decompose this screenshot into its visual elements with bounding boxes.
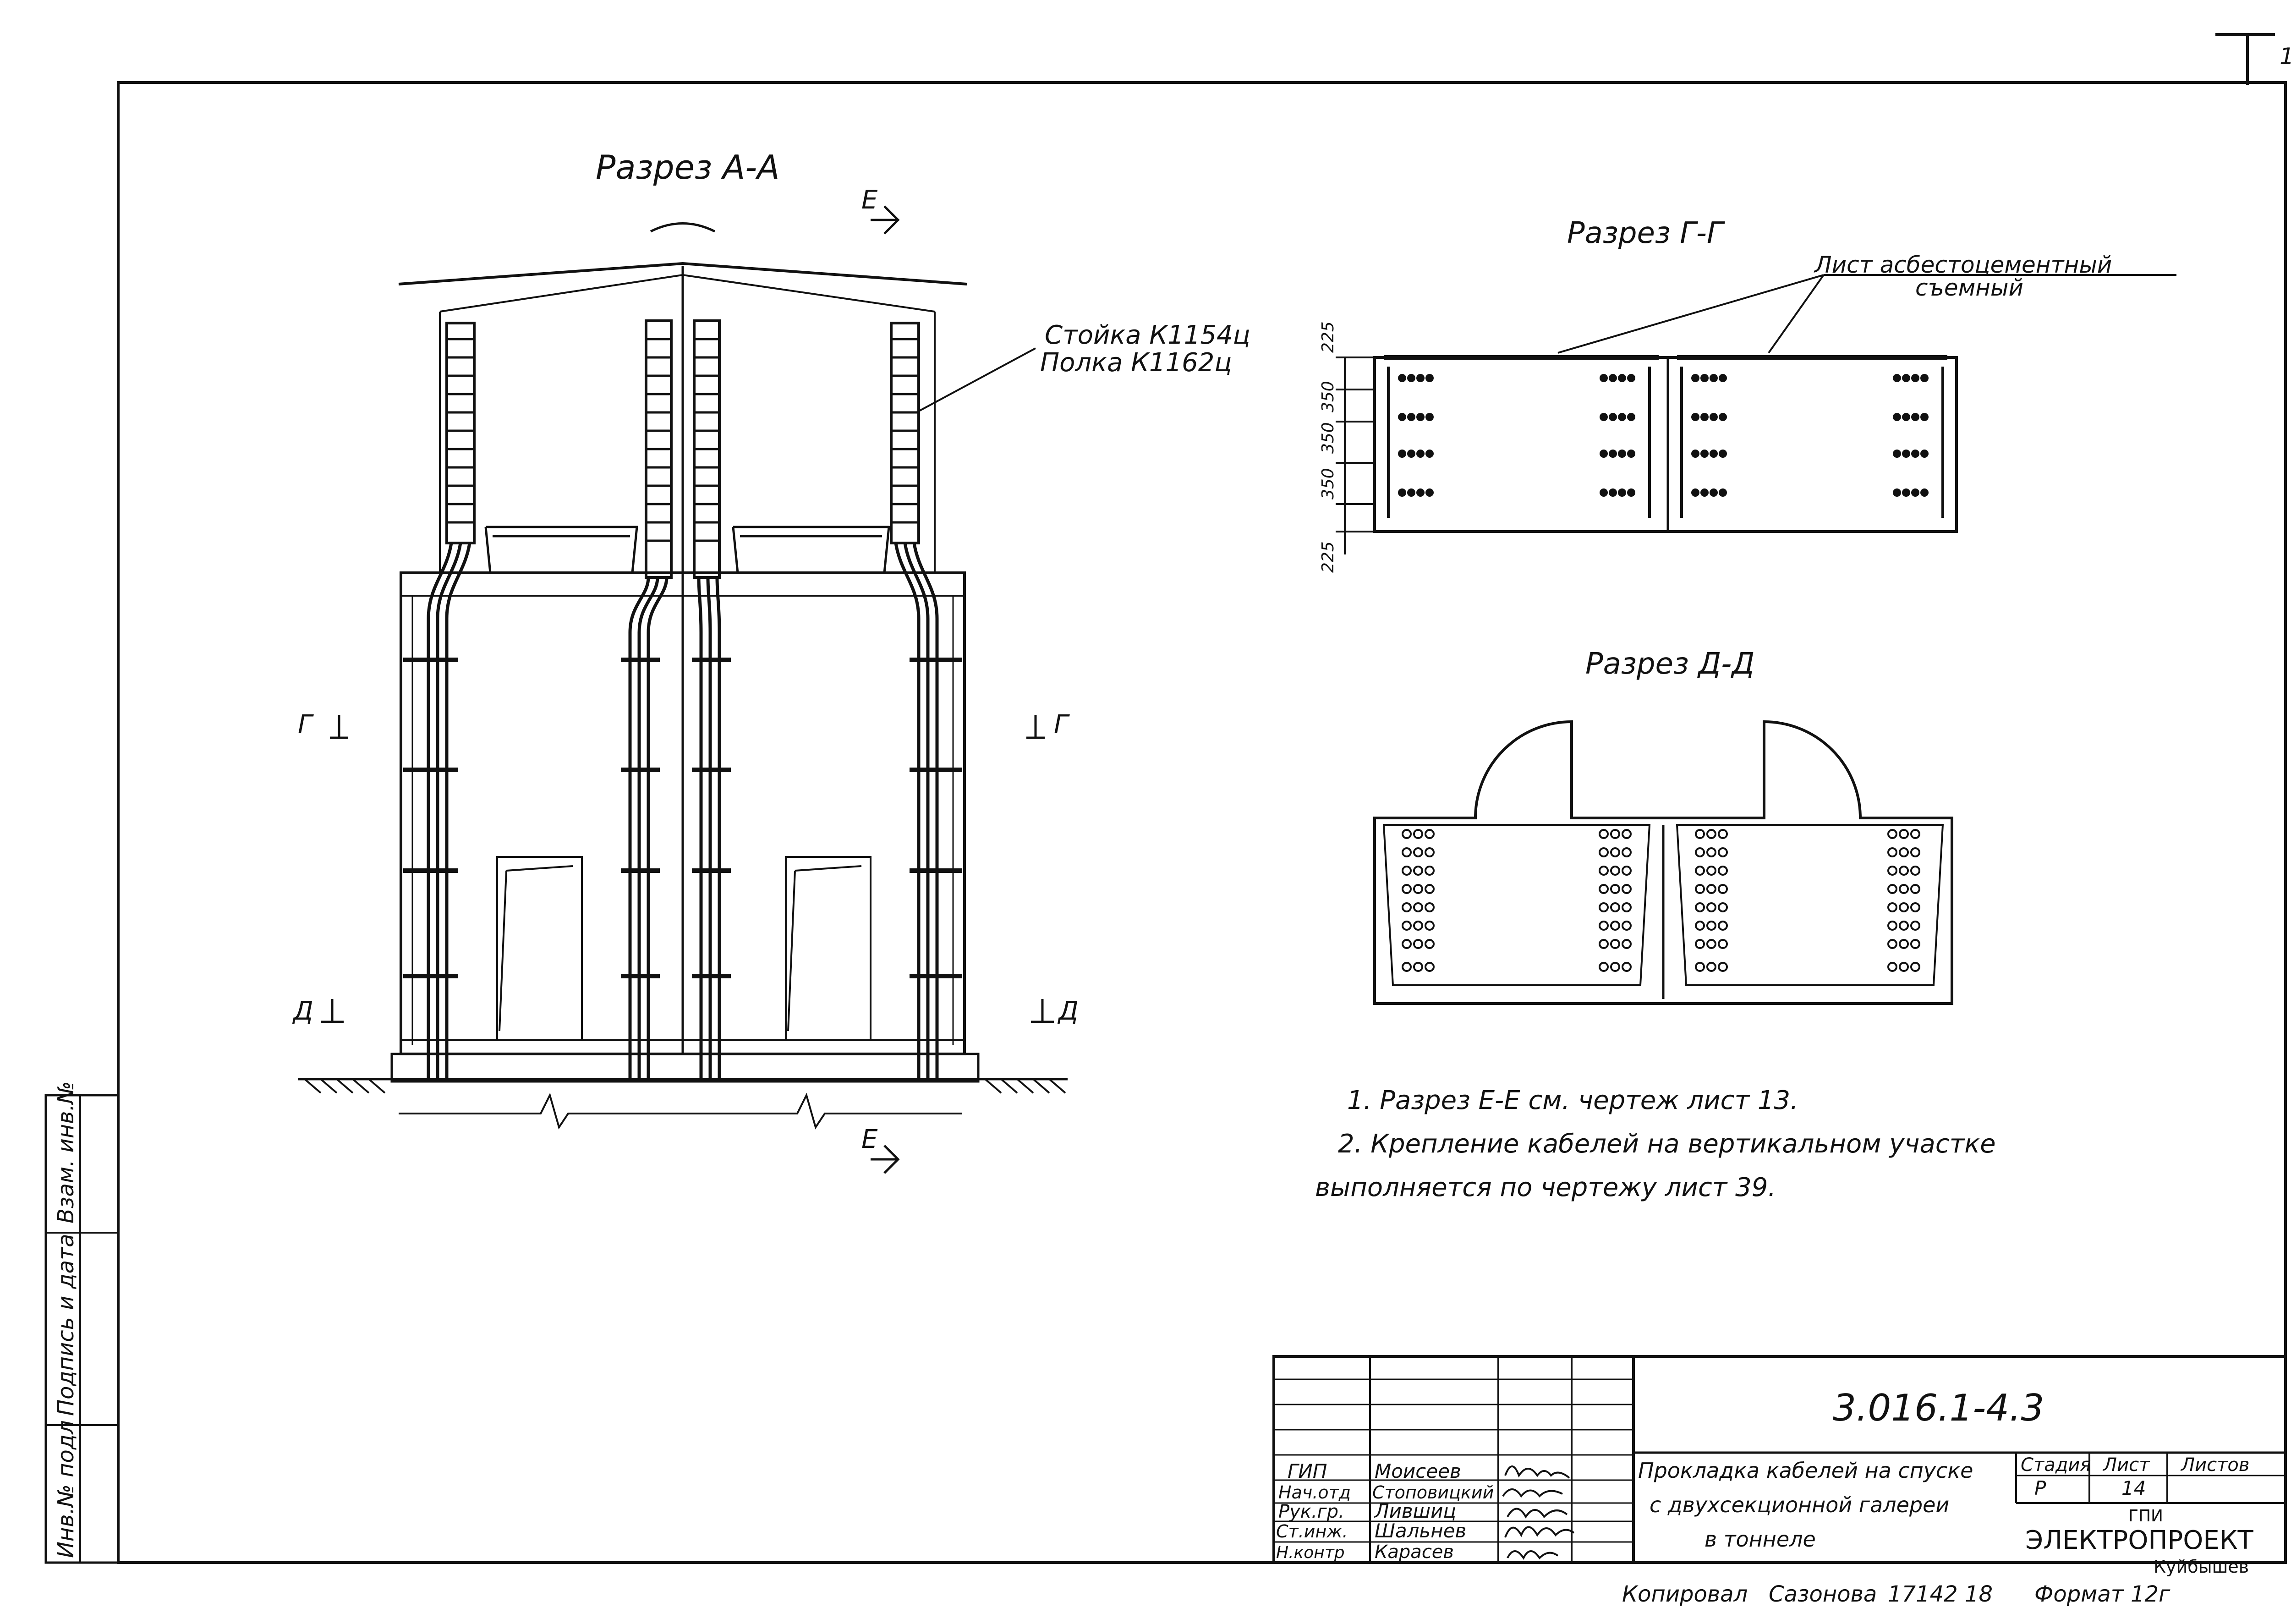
- section-gg-callout-line1: Лист асбестоцементный: [1814, 252, 2112, 278]
- side-stamp-signature-date: Подпись и дата: [53, 1234, 79, 1416]
- stage-header: Стадия: [2021, 1454, 2091, 1476]
- footer-copier-name: Сазонова: [1769, 1581, 1877, 1607]
- footer-copied-label: Копировал: [1622, 1581, 1748, 1607]
- side-stamp: [44, 1094, 120, 1564]
- section-gg-dim-1: 225: [1319, 321, 1337, 353]
- name-norm-control: Карасев: [1375, 1542, 1454, 1563]
- cut-mark-d-right: Д: [1057, 996, 1079, 1026]
- section-gg-title: Разрез Г-Г: [1567, 216, 1725, 250]
- side-stamp-replace-inv: Взам. инв.№: [53, 1081, 79, 1223]
- sheet-corner-number: 17: [2280, 43, 2291, 70]
- document-code: 3.016.1-4.3: [1833, 1387, 2044, 1429]
- drawing-frame: [117, 33, 2287, 1564]
- cut-mark-d-left: Д: [292, 996, 313, 1026]
- section-gg-callout-line2: съемный: [1915, 274, 2023, 301]
- stage-value: Р: [2034, 1477, 2046, 1499]
- sheet-header: Лист: [2102, 1454, 2150, 1476]
- organization-line-2: ЭЛЕКТРОПРОЕКТ: [2025, 1525, 2254, 1555]
- section-aa-title: Разрез А-А: [596, 148, 779, 187]
- signatures: [1502, 1465, 1575, 1560]
- title-line-3: в тоннеле: [1705, 1527, 1816, 1552]
- organization-line-1: ГПИ: [2128, 1507, 2163, 1525]
- cut-mark-g-right: Г: [1054, 710, 1070, 740]
- section-aa-callout-rack: Стойка К1154ц: [1045, 320, 1250, 350]
- role-norm-control: Н.контр: [1276, 1543, 1345, 1562]
- name-chief-engineer: Моисеев: [1375, 1460, 1461, 1482]
- cut-mark-e-bottom: Е: [861, 1125, 878, 1154]
- side-stamp-inv-no: Инв.№ подл: [53, 1420, 79, 1558]
- section-gg-dim-2: 350: [1319, 381, 1337, 412]
- title-line-2: с двухсекционной галереи: [1650, 1492, 1949, 1517]
- section-gg-drawing: [1336, 274, 2176, 554]
- section-dd-title: Разрез Д-Д: [1585, 647, 1754, 681]
- name-dept-head: Стоповицкий: [1372, 1482, 1494, 1503]
- footer-format: Формат 12г: [2034, 1581, 2170, 1607]
- note-2-line2: выполняется по чертежу лист 39.: [1315, 1173, 1776, 1202]
- title-line-1: Прокладка кабелей на спуске: [1638, 1458, 1973, 1483]
- title-block-grid: [1272, 1355, 2287, 1564]
- name-senior-engineer: Шальнев: [1375, 1520, 1466, 1542]
- note-2-line1: 2. Крепление кабелей на вертикальном уча…: [1338, 1129, 1996, 1159]
- cut-mark-g-left: Г: [298, 710, 314, 740]
- organization-line-3: Куйбышев: [2154, 1557, 2249, 1577]
- section-gg-dim-5: 225: [1319, 541, 1337, 573]
- section-gg-dim-3: 350: [1319, 422, 1337, 454]
- name-group-lead: Лившиц: [1374, 1500, 1456, 1522]
- role-chief-engineer: ГИП: [1288, 1460, 1327, 1482]
- footer-order-number: 17142 18: [1888, 1581, 1993, 1607]
- section-aa-drawing: [298, 205, 1068, 1174]
- role-group-lead: Рук.гр.: [1278, 1501, 1344, 1522]
- role-senior-engineer: Ст.инж.: [1276, 1521, 1348, 1542]
- sheet-value: 14: [2121, 1477, 2146, 1499]
- section-aa-callout-shelf: Полка К1162ц: [1040, 348, 1232, 378]
- sheets-header: Листов: [2180, 1454, 2249, 1476]
- section-dd-drawing: [1373, 720, 1953, 1005]
- section-gg-dim-4: 350: [1319, 468, 1337, 499]
- cut-mark-e-top: Е: [861, 185, 878, 215]
- note-1: 1. Разрез Е-Е см. чертеж лист 13.: [1347, 1086, 1798, 1115]
- role-dept-head: Нач.отд: [1278, 1482, 1351, 1503]
